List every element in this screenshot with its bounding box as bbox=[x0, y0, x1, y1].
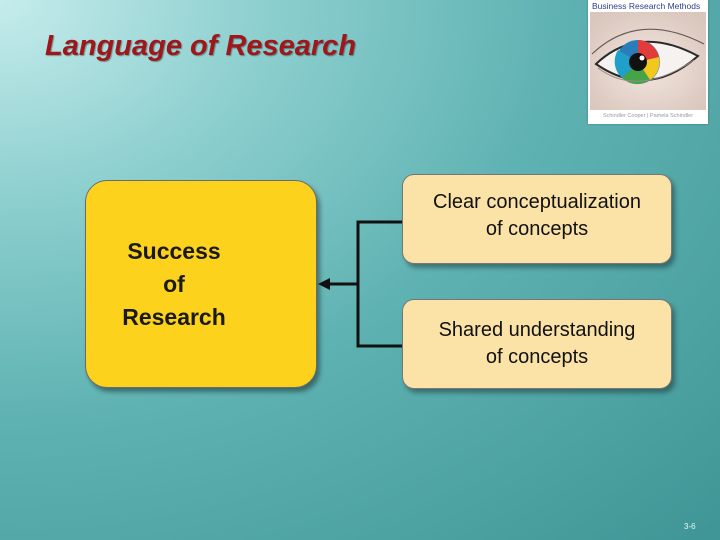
page-number: 3-6 bbox=[684, 522, 696, 531]
branch-box-label: Clear conceptualization of concepts bbox=[433, 189, 641, 243]
branch-box-label: Shared understanding of concepts bbox=[439, 317, 636, 371]
arrowhead bbox=[318, 278, 330, 290]
bracket-line bbox=[358, 222, 402, 346]
branch-box-shared-understanding: Shared understanding of concepts bbox=[402, 299, 672, 389]
branch-box-conceptualization: Clear conceptualization of concepts bbox=[402, 174, 672, 264]
